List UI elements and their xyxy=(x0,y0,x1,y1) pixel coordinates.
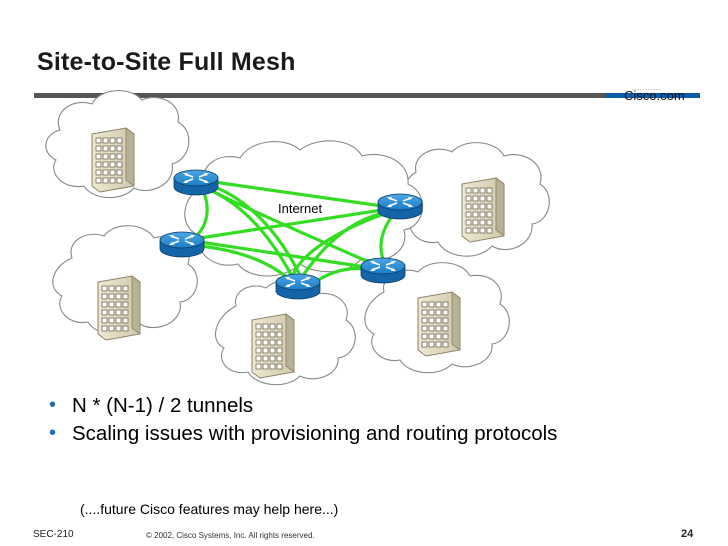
page-number: 24 xyxy=(681,528,694,540)
footnote: (....future Cisco features may help here… xyxy=(80,501,339,517)
bullet-list: • N * (N-1) / 2 tunnels • Scaling issues… xyxy=(42,393,682,449)
bullet-dot: • xyxy=(49,394,57,416)
bullet-text: N * (N-1) / 2 tunnels xyxy=(72,394,254,417)
internet-label: Internet xyxy=(278,201,322,216)
router-b-icon xyxy=(159,231,205,258)
site-4-building-icon xyxy=(461,177,505,243)
router-e-icon xyxy=(360,257,406,284)
site-1-building-icon xyxy=(91,127,135,193)
router-c-icon xyxy=(275,273,321,300)
session-code: SEC-210 xyxy=(33,529,74,540)
tunnel-a-c-2 xyxy=(210,184,304,282)
tunnel-d-c-2 xyxy=(290,212,386,280)
brand-dots: ........... xyxy=(632,86,662,92)
title-rule-accent xyxy=(606,93,700,98)
internet-cloud xyxy=(184,140,424,277)
bullet-item-1: • N * (N-1) / 2 tunnels xyxy=(42,393,682,418)
site-2-building-icon xyxy=(97,275,141,341)
router-a-icon xyxy=(173,169,219,196)
slide-title: Site-to-Site Full Mesh xyxy=(37,48,296,76)
copyright: © 2002, Cisco Systems, Inc. All rights r… xyxy=(146,531,315,540)
bullet-dot: • xyxy=(49,422,57,444)
tunnel-b-d xyxy=(198,208,384,240)
tunnel-b-c xyxy=(198,244,292,282)
router-d-icon xyxy=(377,193,423,220)
tunnel-a-e xyxy=(208,188,380,268)
tunnel-b-e xyxy=(198,240,374,270)
bullet-item-2: • Scaling issues with provisioning and r… xyxy=(42,421,682,446)
bullet-text: Scaling issues with provisioning and rou… xyxy=(72,422,558,445)
site-5-building-icon xyxy=(417,291,461,357)
tunnel-a-d xyxy=(212,180,384,208)
title-rule xyxy=(34,93,700,98)
cisco-logo-text: Cisco.com xyxy=(624,88,685,103)
site-3-building-icon xyxy=(251,313,295,379)
